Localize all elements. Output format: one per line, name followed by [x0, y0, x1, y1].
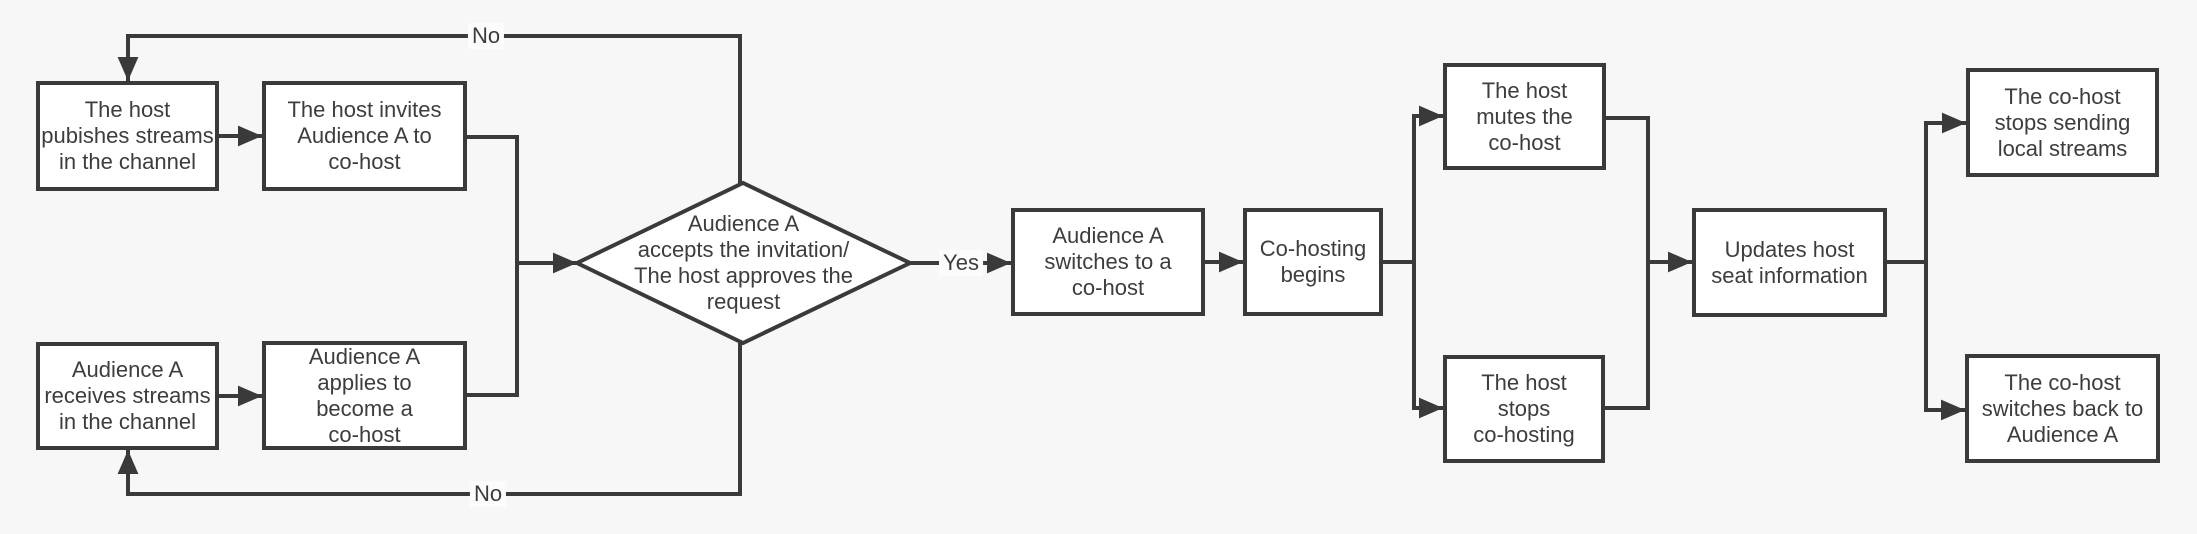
edge-branch-to-switch-back	[1924, 262, 1965, 421]
node-decision-accept-approve-label: Audience A accepts the invitation/ The h…	[634, 211, 853, 314]
node-host-stops-cohosting-label: The host stops co-hosting	[1473, 370, 1575, 447]
edge-label-no-top: No	[467, 23, 505, 49]
edge-branch-to-stop-streams	[1924, 112, 1966, 262]
edge-apply-to-merge	[467, 263, 519, 397]
node-cohost-stops-local-streams: The co-host stops sending local streams	[1966, 68, 2159, 177]
node-audience-switches-cohost: Audience A switches to a co-host	[1011, 208, 1205, 316]
node-host-publishes-streams-label: The host pubishes streams in the channel	[41, 97, 214, 174]
edge-label-yes: Yes	[939, 250, 983, 276]
node-cohost-switches-back-label: The co-host switches back to Audience A	[1981, 369, 2144, 447]
node-cohosting-begins: Co-hosting begins	[1243, 208, 1383, 316]
node-audience-receives-streams: Audience A receives streams in the chann…	[36, 342, 219, 450]
edge-branch-to-stops	[1412, 262, 1443, 419]
edge-no-top-loop	[117, 34, 742, 183]
node-host-invites-cohost: The host invites Audience A to co-host	[262, 81, 467, 191]
decision-diamond-shape	[572, 180, 915, 346]
edge-stops-to-merge	[1605, 262, 1650, 410]
node-updates-host-seat-label: Updates host seat information	[1711, 236, 1868, 288]
node-host-publishes-streams: The host pubishes streams in the channel	[36, 81, 219, 191]
node-audience-switches-cohost-label: Audience A switches to a co-host	[1044, 223, 1172, 300]
node-updates-host-seat: Updates host seat information	[1692, 208, 1887, 317]
node-cohost-switches-back: The co-host switches back to Audience A	[1965, 354, 2160, 463]
edge-invite-to-merge	[467, 135, 519, 263]
node-cohost-stops-local-streams-label: The co-host stops sending local streams	[1994, 83, 2131, 161]
edge-label-no-bottom: No	[469, 481, 507, 507]
node-host-stops-cohosting: The host stops co-hosting	[1443, 355, 1605, 463]
node-decision-accept-approve: Audience A accepts the invitation/ The h…	[577, 183, 910, 343]
node-audience-applies-cohost-label: Audience A applies to become a co-host	[308, 343, 421, 447]
node-audience-receives-streams-label: Audience A receives streams in the chann…	[44, 357, 211, 434]
edge-no-bottom-loop	[117, 343, 742, 496]
node-audience-applies-cohost: Audience A applies to become a co-host	[262, 341, 467, 450]
node-cohosting-begins-label: Co-hosting begins	[1259, 236, 1367, 287]
edge-mutes-to-merge	[1606, 116, 1650, 262]
node-host-mutes-cohost-label: The host mutes the co-host	[1476, 77, 1573, 155]
node-host-invites-cohost-label: The host invites Audience A to co-host	[287, 97, 442, 174]
edge-branch-to-mutes	[1412, 105, 1443, 262]
node-host-mutes-cohost: The host mutes the co-host	[1443, 63, 1606, 170]
